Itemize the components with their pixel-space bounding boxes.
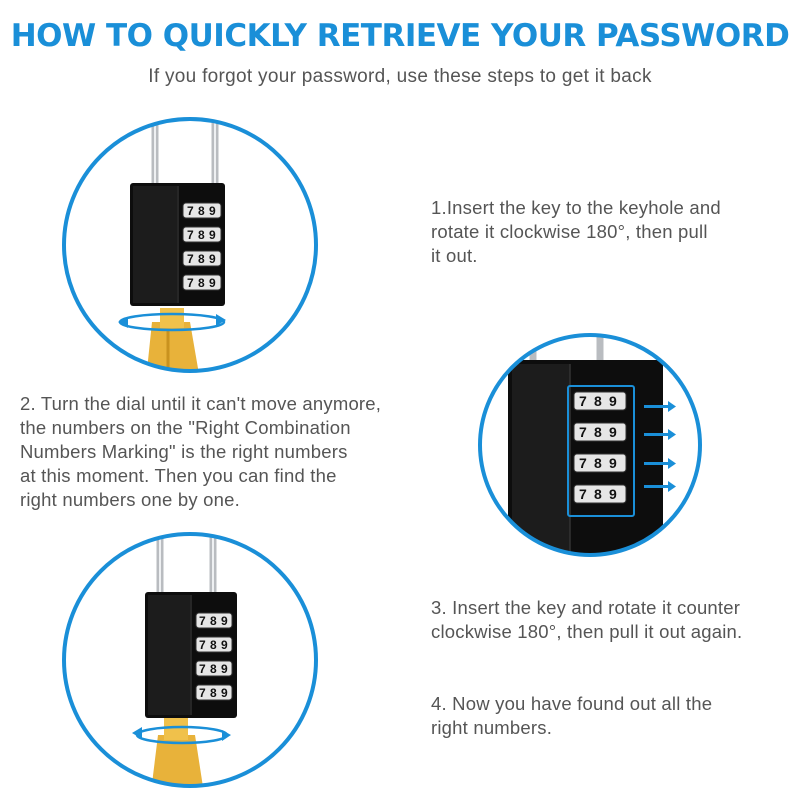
svg-text:9: 9 xyxy=(221,662,228,676)
svg-text:8: 8 xyxy=(198,252,205,266)
svg-text:8: 8 xyxy=(594,486,602,502)
svg-text:8: 8 xyxy=(210,662,217,676)
svg-text:8: 8 xyxy=(594,393,602,409)
svg-text:9: 9 xyxy=(221,686,228,700)
svg-text:7: 7 xyxy=(579,486,587,502)
svg-text:8: 8 xyxy=(594,424,602,440)
svg-text:8: 8 xyxy=(198,228,205,242)
svg-text:8: 8 xyxy=(210,614,217,628)
svg-text:8: 8 xyxy=(198,276,205,290)
svg-text:8: 8 xyxy=(594,455,602,471)
page-title: HOW TO QUICKLY RETRIEVE YOUR PASSWORD xyxy=(10,18,790,54)
svg-text:7: 7 xyxy=(579,393,587,409)
svg-text:7: 7 xyxy=(579,424,587,440)
svg-text:9: 9 xyxy=(221,614,228,628)
arrow-right-icons xyxy=(644,401,676,492)
svg-text:7: 7 xyxy=(579,455,587,471)
svg-text:9: 9 xyxy=(221,638,228,652)
svg-text:9: 9 xyxy=(609,393,617,409)
step-1-text: 1.Insert the key to the keyhole and rota… xyxy=(431,197,721,266)
step-2-text: 2. Turn the dial until it can't move any… xyxy=(20,393,382,510)
svg-text:9: 9 xyxy=(609,486,617,502)
svg-text:8: 8 xyxy=(210,638,217,652)
svg-text:9: 9 xyxy=(609,424,617,440)
svg-text:9: 9 xyxy=(209,228,216,242)
svg-text:9: 9 xyxy=(209,252,216,266)
svg-text:7: 7 xyxy=(187,204,194,218)
svg-text:7: 7 xyxy=(199,662,206,676)
svg-text:9: 9 xyxy=(609,455,617,471)
svg-text:7: 7 xyxy=(199,614,206,628)
svg-text:7: 7 xyxy=(199,686,206,700)
svg-text:8: 8 xyxy=(210,686,217,700)
step-4-text: 4. Now you have found out all the right … xyxy=(431,693,713,738)
svg-text:7: 7 xyxy=(199,638,206,652)
page-subtitle: If you forgot your password, use these s… xyxy=(148,66,652,87)
svg-text:7: 7 xyxy=(187,252,194,266)
svg-text:9: 9 xyxy=(209,204,216,218)
svg-text:8: 8 xyxy=(198,204,205,218)
svg-text:7: 7 xyxy=(187,276,194,290)
step-3-text: 3. Insert the key and rotate it counter … xyxy=(431,597,743,642)
svg-text:9: 9 xyxy=(209,276,216,290)
svg-text:7: 7 xyxy=(187,228,194,242)
